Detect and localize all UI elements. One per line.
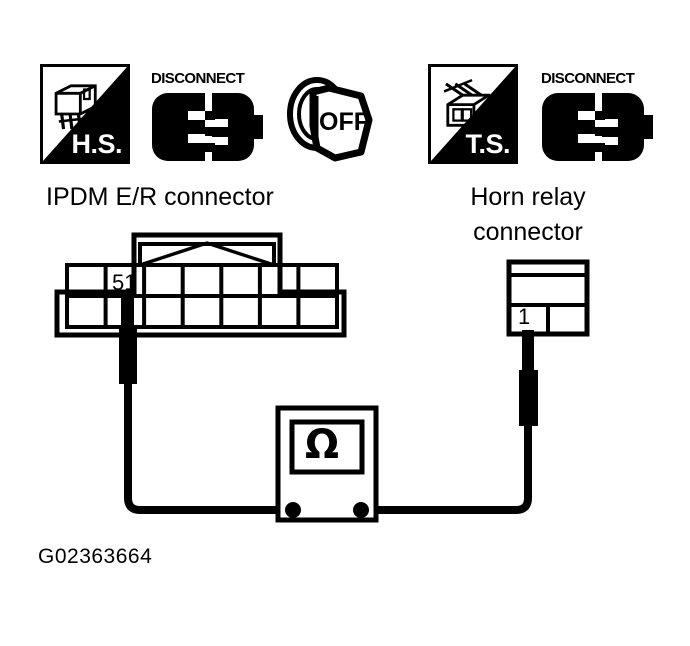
ohm-symbol: Ω [305,422,340,468]
right-probe-tip [519,370,538,426]
svg-text:OFF: OFF [319,108,369,136]
ipdm-pin-51-stub [121,296,134,336]
disconnect-icon-right: DISCONNECT [540,70,662,168]
horn-relay-connector [506,259,590,337]
ohmmeter [275,405,379,523]
ipdm-pin-51-label: 51 [112,270,137,295]
disconnect-plug-graphic [152,93,263,161]
horn-relay-pin-1-label: 1 [518,304,531,329]
left-probe-tip [119,329,137,384]
harness-side-badge-label: H.S. [71,129,122,159]
terminal-side-badge: T.S. [428,64,518,164]
horn-relay-caption-line1: Horn relay [470,183,586,211]
ipdm-er-connector [54,232,347,338]
disconnect-label: DISCONNECT [151,70,245,87]
ohmmeter-terminal-left [285,502,301,518]
figure-code-label: G02363664 [38,545,153,568]
harness-side-badge-graphic [43,67,127,161]
ohmmeter-terminal-right [353,502,369,518]
ipdm-connector-caption: IPDM E/R connector [46,183,274,211]
ignition-key-off-icon: OFF [283,66,383,170]
disconnect-label: DISCONNECT [541,70,635,87]
horn-relay-caption-line2: connector [473,218,583,246]
right-probe-stub [522,330,534,370]
harness-side-badge: H.S. [40,64,130,164]
ignition-key-graphic: OFF [287,77,373,162]
terminal-side-badge-graphic [431,67,515,161]
disconnect-icon-left: DISCONNECT [150,70,272,168]
terminal-side-badge-label: T.S. [465,129,510,159]
disconnect-plug-graphic [542,93,653,161]
